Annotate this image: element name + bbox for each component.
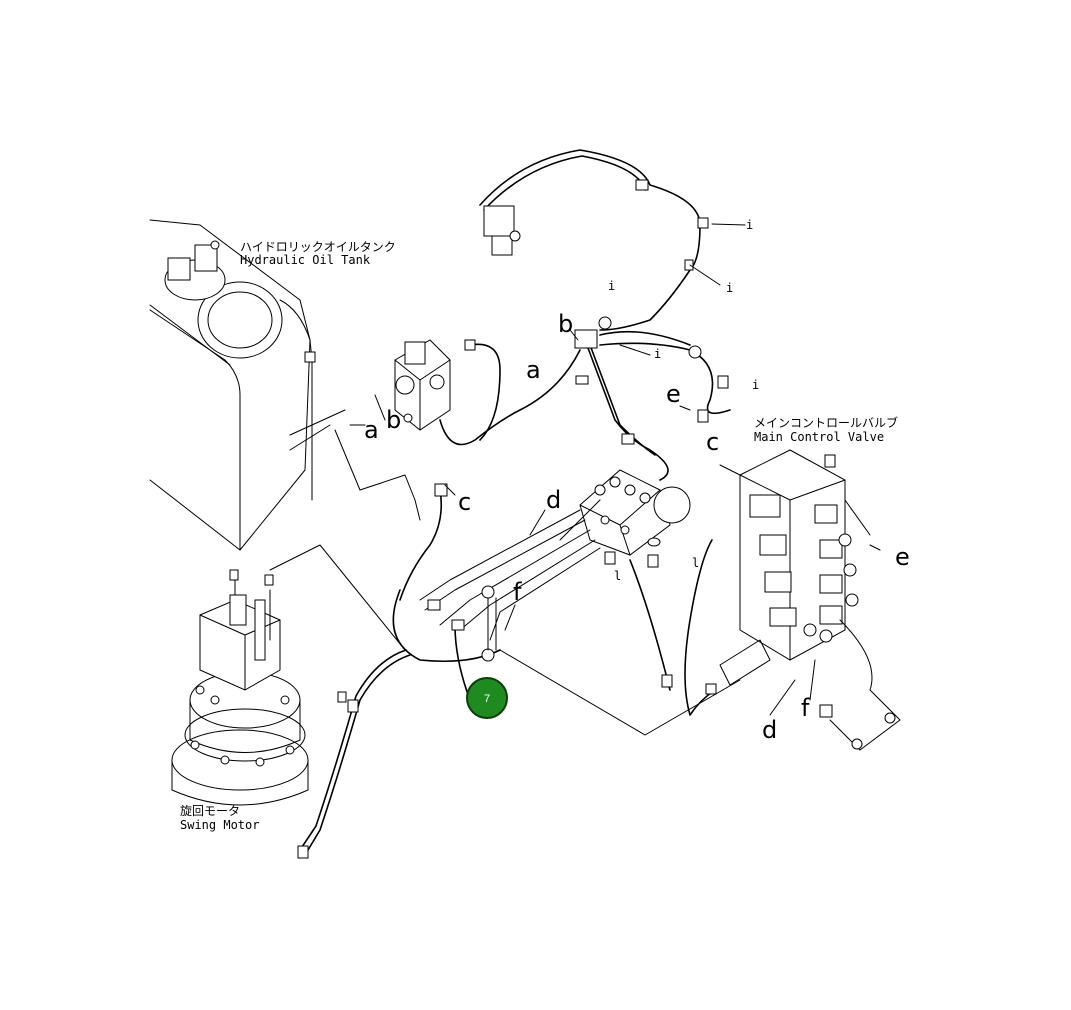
label-i-4: i xyxy=(654,347,661,361)
label-b-lower: b xyxy=(386,406,401,434)
long-pipes xyxy=(392,483,601,701)
caption-valve-en: Main Control Valve xyxy=(754,430,884,444)
label-c-right: c xyxy=(706,428,719,456)
caption-motor-jp: 旋回モータ xyxy=(180,804,240,818)
return-pipes xyxy=(499,539,741,736)
caption-tank-en: Hydraulic Oil Tank xyxy=(240,253,371,267)
caption-tank-jp: ハイドロリックオイルタンク xyxy=(240,240,396,254)
label-e-upper: e xyxy=(666,380,681,408)
swing-motor xyxy=(171,569,309,806)
label-a-upper: a xyxy=(526,356,541,384)
label-l-1: l xyxy=(692,556,699,570)
middle-hoses xyxy=(439,316,731,481)
label-i-2: i xyxy=(726,281,733,295)
label-l-2: l xyxy=(614,569,621,583)
label-a-lower: a xyxy=(364,416,379,444)
label-i-1: i xyxy=(746,218,753,232)
label-d-right: d xyxy=(762,716,777,744)
caption-motor-en: Swing Motor xyxy=(180,818,259,832)
leader-lines xyxy=(269,223,881,716)
main-control-valve xyxy=(719,449,901,751)
label-e-right: e xyxy=(895,543,910,571)
swing-valve-assembly xyxy=(579,469,691,568)
label-i-5: i xyxy=(752,378,759,392)
marker-circle[interactable] xyxy=(466,677,508,719)
label-i-3: i xyxy=(608,279,615,293)
lower-left-hose xyxy=(297,649,411,859)
marker-number: 7 xyxy=(484,693,490,705)
label-f-right: f xyxy=(801,694,810,722)
part-number-marker[interactable]: 7 xyxy=(466,677,508,719)
label-f-center: f xyxy=(513,578,522,606)
upper-hoses xyxy=(479,149,709,331)
label-b-upper: b xyxy=(558,310,573,338)
caption-valve-jp: メインコントロールバルブ xyxy=(754,415,898,430)
label-d-center: d xyxy=(546,486,561,514)
pilot-valve-block xyxy=(394,339,451,431)
label-c-left: c xyxy=(458,488,471,516)
hydraulic-oil-tank xyxy=(149,219,316,551)
